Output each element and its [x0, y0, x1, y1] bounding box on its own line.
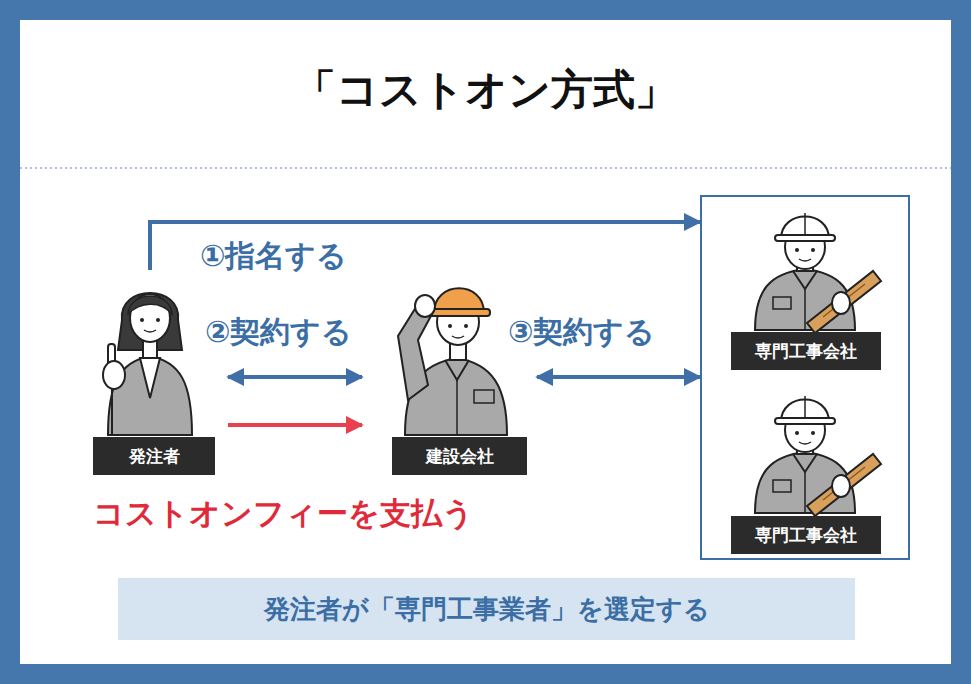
connector-arrow	[228, 423, 362, 427]
actor-node: 専門工事会社	[730, 205, 882, 370]
edge-label: コストオンフィーを支払う	[93, 493, 474, 535]
diagram-title: 「コストオン方式」	[20, 62, 951, 118]
actor-label: 専門工事会社	[731, 332, 881, 370]
contractor-mouth	[452, 336, 464, 338]
contractor-collar	[445, 360, 469, 380]
contractor-figure	[398, 288, 507, 435]
edge-label: ②契約する	[205, 312, 352, 353]
client-bangs	[128, 296, 172, 314]
contractor-arm	[398, 304, 432, 400]
helmet-brim	[428, 309, 490, 316]
client-shirt	[140, 358, 160, 398]
client-eye	[156, 318, 160, 322]
client-hand	[103, 361, 125, 389]
actor-node: 発注者	[93, 270, 228, 475]
inner-panel	[20, 20, 951, 664]
connector-arrow	[150, 222, 700, 270]
contractor-zip	[456, 380, 458, 435]
note-band: 発注者が「専門工事業者」を選定する	[118, 578, 855, 640]
actor-label: 専門工事会社	[731, 516, 881, 554]
connector-arrow	[228, 375, 362, 379]
contractor-hand	[415, 295, 435, 317]
client-figure	[103, 293, 192, 435]
client-hair	[118, 293, 182, 350]
edge-label: ③契約する	[508, 312, 655, 353]
actor-label: 建設会社	[392, 437, 527, 475]
connector-arrow	[537, 375, 700, 379]
worker-figure	[755, 213, 881, 333]
group-frame: 専門工事会社専門工事会社	[700, 195, 910, 560]
actor-label: 発注者	[93, 437, 215, 475]
client-mouth	[144, 330, 156, 332]
client-arm	[111, 388, 113, 435]
contractor-eye	[464, 324, 468, 328]
dotted-separator	[20, 167, 951, 169]
client-eye	[140, 318, 144, 322]
actor-node: 建設会社	[362, 270, 537, 475]
worker-figure	[755, 396, 881, 516]
contractor-pocket	[474, 390, 494, 403]
actor-node: 専門工事会社	[730, 387, 882, 554]
edge-label: ①指名する	[200, 236, 347, 277]
note-text: 発注者が「専門工事業者」を選定する	[264, 592, 710, 627]
contractor-eye	[448, 324, 452, 328]
